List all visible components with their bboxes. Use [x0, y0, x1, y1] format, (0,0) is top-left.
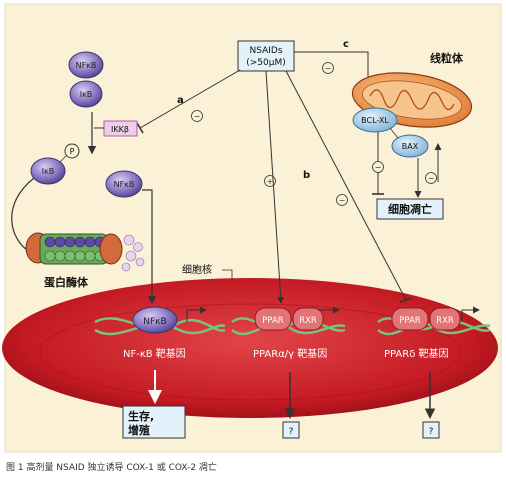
nfkb-top: [68, 51, 104, 79]
bcl-minus: −: [375, 163, 382, 172]
phospho-badge: [64, 143, 80, 159]
path-b-inhibit: [285, 70, 407, 301]
mitochondria-label: 线粒体: [430, 51, 464, 65]
bcl-xl-label: BCL-XL: [361, 116, 389, 125]
path-c-minus-circle: [322, 62, 334, 74]
rxr-middle-label: RXR: [299, 316, 317, 326]
bax-label: BAX: [402, 142, 419, 151]
path-a-inhibit-bar: [136, 122, 144, 134]
ppar-right-label: PPAR: [399, 316, 421, 326]
nucleus-label: 细胞核: [182, 263, 212, 276]
path-a-minus: −: [194, 112, 201, 121]
question-text-1: ?: [289, 427, 294, 437]
nucleus-inner-shadow: [39, 303, 461, 401]
figure-caption: 图 1 高剂量 NSAID 独立诱导 COX-1 或 COX-2 凋亡: [6, 463, 217, 473]
path-b-plus-circle: [264, 175, 276, 187]
path-b-inhibit-bar: [399, 297, 413, 303]
rxr-right: [429, 307, 461, 331]
apoptosis-label: 细胞凋亡: [388, 202, 432, 216]
ppar-right: [391, 307, 429, 331]
path-b-label: b: [303, 170, 310, 181]
bax-minus: −: [428, 174, 435, 183]
phospho-link: [59, 155, 67, 163]
ikb-to-proteasome: [11, 177, 35, 253]
question-box-1: [282, 421, 300, 439]
nfkb-nuclear: [132, 306, 178, 334]
apoptosis-box: [376, 198, 444, 220]
ikb-phospho-label: IκB: [42, 167, 55, 176]
question-text-2: ?: [429, 427, 434, 437]
nfkb-nuclear-label: NFκB: [143, 317, 166, 327]
path-c-label: c: [343, 39, 349, 50]
nsaids-box: [237, 40, 295, 72]
bax-minus-circle: [425, 172, 437, 184]
path-b-activate: [265, 70, 285, 304]
ikb-top: [69, 80, 103, 108]
bcl-xl: [352, 107, 398, 133]
ikb-phospho: [30, 157, 66, 185]
survival-box: [122, 405, 186, 439]
nfkb-top-label: NFκB: [76, 61, 97, 70]
proteasome-label: 蛋白酶体: [44, 275, 89, 289]
phospho-label: P: [70, 147, 75, 156]
nfkb-target-label: NF-κB 靶基因: [123, 347, 186, 360]
nfkb-free-label: NFκB: [114, 180, 135, 189]
path-a-minus-circle: [191, 110, 203, 122]
proteasome: [25, 232, 145, 272]
nsaids-label-2: (>50μM): [246, 58, 286, 68]
ppar-middle: [254, 307, 292, 331]
path-a-inhibit: [139, 69, 241, 129]
ikb-top-label: IκB: [80, 90, 93, 99]
survival-text-2: 增殖: [128, 423, 150, 437]
nucleus: [2, 278, 498, 418]
ppar-ag-target-label: PPARα/γ 靶基因: [253, 347, 327, 360]
ikkb-label: IKKβ: [111, 125, 129, 134]
path-b-minus: −: [339, 196, 346, 205]
path-b-minus-circle: [336, 194, 348, 206]
path-b-plus: +: [267, 177, 274, 186]
nucleus-label-leader: [222, 269, 233, 282]
survival-text-1: 生存,: [128, 409, 154, 423]
ppar-d-target-label: PPARδ 靶基因: [384, 347, 449, 360]
bcl-bax-link: [389, 127, 399, 139]
nsaids-label-1: NSAIDs: [249, 46, 282, 56]
nfkb-free: [105, 170, 143, 198]
ppar-middle-label: PPAR: [262, 316, 284, 326]
question-box-2: [422, 421, 440, 439]
rxr-middle: [292, 307, 324, 331]
path-a-label: a: [177, 95, 184, 106]
bax: [391, 134, 429, 158]
rxr-right-label: RXR: [436, 316, 454, 326]
path-c-minus: −: [325, 64, 332, 73]
bcl-minus-circle: [372, 161, 384, 173]
arrow-nfkb-to-nucleus: [142, 189, 157, 305]
